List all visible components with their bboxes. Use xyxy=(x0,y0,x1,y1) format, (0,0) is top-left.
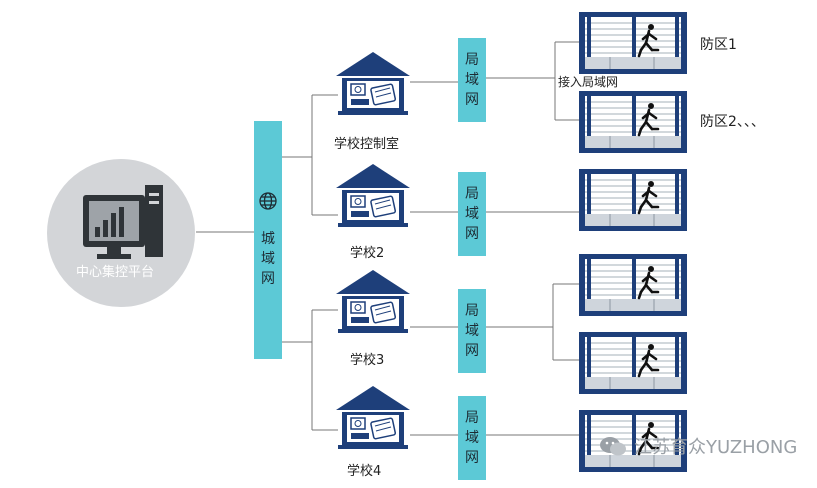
school-building-icon xyxy=(334,384,412,450)
watermark-text: 江苏育众YUZHONG xyxy=(634,437,798,458)
lan-char: 局 xyxy=(465,52,479,68)
fence-zone-icon xyxy=(579,332,687,394)
lan-char: 域 xyxy=(465,72,479,88)
fence-zone-icon xyxy=(579,169,687,231)
lan-char: 网 xyxy=(465,92,479,108)
lan-box-3: 局 域 网 xyxy=(458,289,486,373)
center-platform-label: 中心集控平台 xyxy=(76,265,155,280)
lan-char: 局 xyxy=(465,410,479,426)
lan-char: 局 xyxy=(465,303,479,319)
lan-char: 域 xyxy=(465,323,479,339)
zone-1-label: 防区1 xyxy=(700,37,737,53)
lan-char: 域 xyxy=(465,206,479,222)
lan-box-4: 局 域 网 xyxy=(458,396,486,480)
metro-char-1: 城 xyxy=(261,231,275,247)
school-label: 学校4 xyxy=(347,464,382,479)
fence-zone-icon xyxy=(579,410,687,472)
school-building-icon xyxy=(334,162,412,228)
lan-access-label: 接入局域网 xyxy=(558,75,619,89)
lan-box-2: 局 域 网 xyxy=(458,172,486,256)
fence-zone-icon xyxy=(579,91,687,153)
school-label: 学校控制室 xyxy=(334,137,400,152)
metro-char-3: 网 xyxy=(261,271,275,287)
center-platform xyxy=(47,159,195,307)
zone-2-label: 防区2、、、 xyxy=(700,114,765,130)
fence-zone-icon xyxy=(579,254,687,316)
globe-icon xyxy=(259,192,277,210)
lan-char: 域 xyxy=(465,430,479,446)
lan-char: 网 xyxy=(465,450,479,466)
lan-char: 网 xyxy=(465,226,479,242)
school-building-icon xyxy=(334,50,412,116)
lan-char: 网 xyxy=(465,343,479,359)
school-label: 学校3 xyxy=(350,353,385,368)
watermark: 江苏育众YUZHONG xyxy=(598,433,797,459)
fence-zone-icon xyxy=(579,12,687,74)
lan-char: 局 xyxy=(465,186,479,202)
metro-char-2: 域 xyxy=(261,251,275,267)
school-building-icon xyxy=(334,268,412,334)
lan-box-1: 局 域 网 xyxy=(458,38,486,122)
metro-network-box: 城 域 网 xyxy=(254,121,282,359)
school-label: 学校2 xyxy=(350,246,385,261)
wechat-icon xyxy=(600,437,626,456)
computer-icon xyxy=(83,185,163,259)
